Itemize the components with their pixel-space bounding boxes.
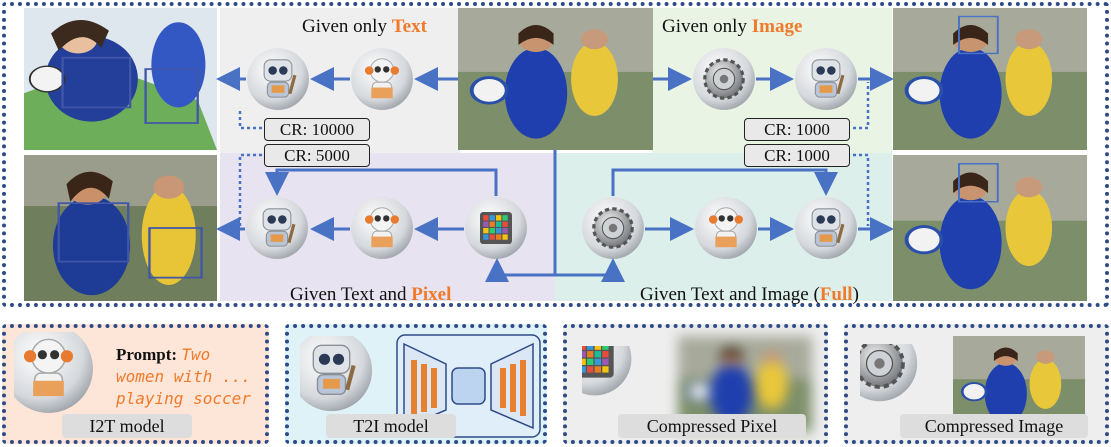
prompt-text: Prompt: Two women with ... playing socce… bbox=[116, 344, 266, 410]
pixel-grid-icon bbox=[464, 196, 528, 260]
label-compressed-image: Compressed Image bbox=[900, 414, 1088, 438]
anime-soccer-image-top-left bbox=[24, 8, 217, 150]
robot-t2i-icon bbox=[794, 47, 858, 111]
label-t2i-model: T2I model bbox=[326, 414, 456, 438]
robot-t2i-icon bbox=[246, 47, 310, 111]
robot-i2t-icon bbox=[350, 196, 414, 260]
caption-text-pixel: Given Text and Pixel bbox=[290, 284, 452, 305]
robot-t2i-icon bbox=[300, 336, 384, 426]
prompt-line-2: women with ... bbox=[116, 367, 251, 386]
robot-i2t-icon bbox=[350, 47, 414, 111]
gear-codec-icon bbox=[581, 196, 645, 260]
prompt-line-3: playing soccer bbox=[116, 389, 251, 408]
caption-image-only: Given only Image bbox=[662, 16, 803, 37]
gear-codec-icon bbox=[692, 47, 756, 111]
robot-t2i-icon bbox=[794, 196, 858, 260]
caption-text-only: Given only Text bbox=[302, 16, 427, 37]
reconstructed-image-full bbox=[893, 155, 1087, 301]
label-i2t-model: I2T model bbox=[62, 414, 192, 438]
cr-image-only: CR: 1000 bbox=[744, 118, 850, 141]
pixel-grid-icon bbox=[582, 346, 658, 422]
caption-full: Given Text and Image (Full) bbox=[640, 284, 859, 305]
main-panel-frame bbox=[2, 2, 1109, 307]
t2i-network-diagram bbox=[396, 334, 541, 438]
prompt-line-1: Two bbox=[181, 345, 211, 364]
reconstructed-image-image-only bbox=[893, 8, 1087, 150]
gear-codec-icon bbox=[860, 344, 938, 422]
cr-text-only: CR: 10000 bbox=[264, 118, 370, 141]
reconstructed-image-text-pixel bbox=[24, 155, 217, 301]
prompt-head: Prompt: bbox=[116, 345, 178, 364]
cr-full: CR: 1000 bbox=[744, 144, 850, 167]
original-soccer-image bbox=[458, 8, 653, 150]
cr-text-pixel: CR: 5000 bbox=[264, 144, 370, 167]
robot-i2t-icon bbox=[694, 196, 758, 260]
robot-t2i-icon bbox=[245, 196, 309, 260]
label-compressed-pixel: Compressed Pixel bbox=[618, 414, 806, 438]
